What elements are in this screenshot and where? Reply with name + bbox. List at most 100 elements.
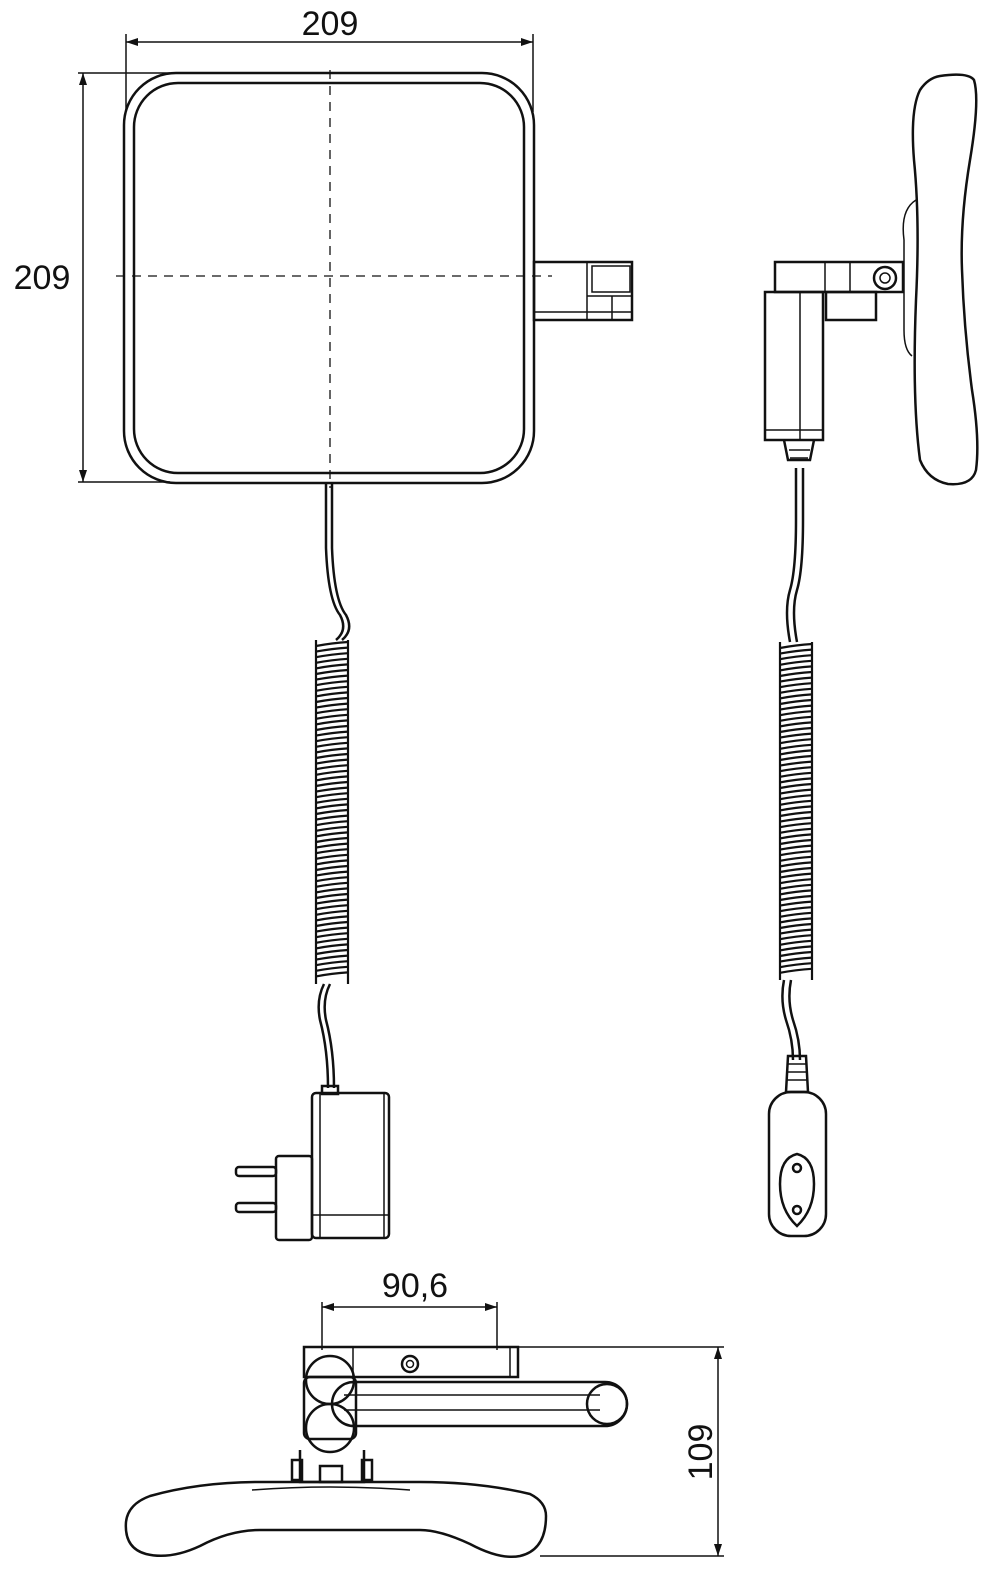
coil-turn (315, 786, 349, 793)
coil-turn (315, 741, 349, 748)
coil-turn (779, 648, 813, 655)
coil-turn (779, 771, 813, 778)
coil-turn (779, 670, 813, 678)
coil-turn (779, 855, 813, 862)
coil-turn (315, 752, 349, 760)
coil-turn (779, 928, 813, 935)
coil-turn (315, 640, 349, 648)
coil-turn (779, 805, 813, 812)
width-dimension: 209 (125, 5, 534, 112)
wall-bracket (532, 260, 634, 322)
width-dimension-label: 209 (302, 5, 359, 43)
coil-turn (315, 853, 349, 860)
coil-turn (779, 872, 813, 879)
coil-turn (779, 967, 813, 974)
coil-turn (315, 708, 349, 715)
coil-turn (315, 904, 349, 911)
coil-turn (779, 922, 813, 930)
coil-turn (779, 934, 813, 941)
coil-turn (315, 926, 349, 933)
coil-turn (315, 932, 349, 939)
coil-turn (779, 760, 813, 767)
depth-dimension: 109 (512, 1346, 724, 1557)
mirror-frame-outer (122, 71, 536, 485)
cable-upper (324, 483, 345, 641)
coil-turn (779, 715, 813, 722)
side-bracket (763, 260, 905, 462)
coil-turn (779, 788, 813, 795)
coil-turn (315, 808, 349, 816)
power-adapter (234, 1084, 391, 1242)
coil-turn (315, 780, 349, 788)
coil-turn (315, 820, 349, 827)
coil-turn (315, 971, 349, 978)
coil-turn (315, 646, 349, 653)
coil-turn (779, 956, 813, 963)
coil-turn (315, 685, 349, 692)
side-cable-lower (781, 979, 795, 1061)
coil-turn (779, 850, 813, 857)
coil-turn (315, 909, 349, 916)
depth-dimension-label: 109 (682, 1424, 720, 1481)
coil-turn (315, 881, 349, 888)
coil-turn (779, 911, 813, 918)
coil-turn (315, 954, 349, 961)
coil-turn (779, 838, 813, 846)
coil-turn (779, 676, 813, 683)
coil-turn (779, 682, 813, 689)
mirror-side-profile (911, 73, 979, 486)
coil-turn (779, 866, 813, 874)
coil-turn (315, 825, 349, 832)
joint-upper (304, 1354, 356, 1406)
coil-turn (779, 704, 813, 711)
articulated-arm (330, 1380, 629, 1428)
coil-turn (315, 797, 349, 804)
coil-turn (315, 943, 349, 950)
coil-turn (779, 844, 813, 851)
coil-turn (779, 833, 813, 840)
coil-turn (315, 668, 349, 676)
height-dimension: 209 (14, 72, 170, 483)
coil-turn (315, 898, 349, 905)
coil-turn (779, 900, 813, 907)
coil-turn (779, 777, 813, 784)
coil-turn (315, 792, 349, 799)
coil-turn (315, 848, 349, 855)
coil-turn (779, 822, 813, 829)
coil-turn (779, 827, 813, 834)
coil-turn (315, 730, 349, 737)
coil-turn (779, 726, 813, 734)
height-dimension-label: 209 (14, 259, 71, 297)
coil-turn (315, 775, 349, 782)
coil-turn (315, 719, 349, 726)
mirror-glass (132, 81, 526, 475)
coil-turn (315, 920, 349, 928)
coil-turn (779, 810, 813, 818)
coil-turn (779, 693, 813, 700)
coil-turn (315, 915, 349, 922)
coil-turn (779, 816, 813, 823)
coil-turn (779, 917, 813, 924)
top-view: 90,6 109 (124, 1267, 724, 1558)
coil-turn (315, 803, 349, 810)
coil-turn (315, 842, 349, 849)
coil-turn (779, 738, 813, 745)
coil-turn (779, 721, 813, 728)
coil-turn (779, 766, 813, 773)
coil-turn (315, 747, 349, 754)
coil-turn (779, 950, 813, 958)
coil-turn (779, 889, 813, 896)
coil-turn (315, 887, 349, 894)
coil-turn (779, 861, 813, 868)
coil-turn (315, 859, 349, 866)
coil-turn (779, 659, 813, 666)
coil-turn (315, 713, 349, 720)
coil-turn (315, 663, 349, 670)
coil-turn (315, 960, 349, 967)
coil-turn (779, 883, 813, 890)
coil-turn (315, 758, 349, 765)
coil-turn (315, 937, 349, 944)
coil-turn (779, 754, 813, 762)
coil-turn (315, 724, 349, 732)
